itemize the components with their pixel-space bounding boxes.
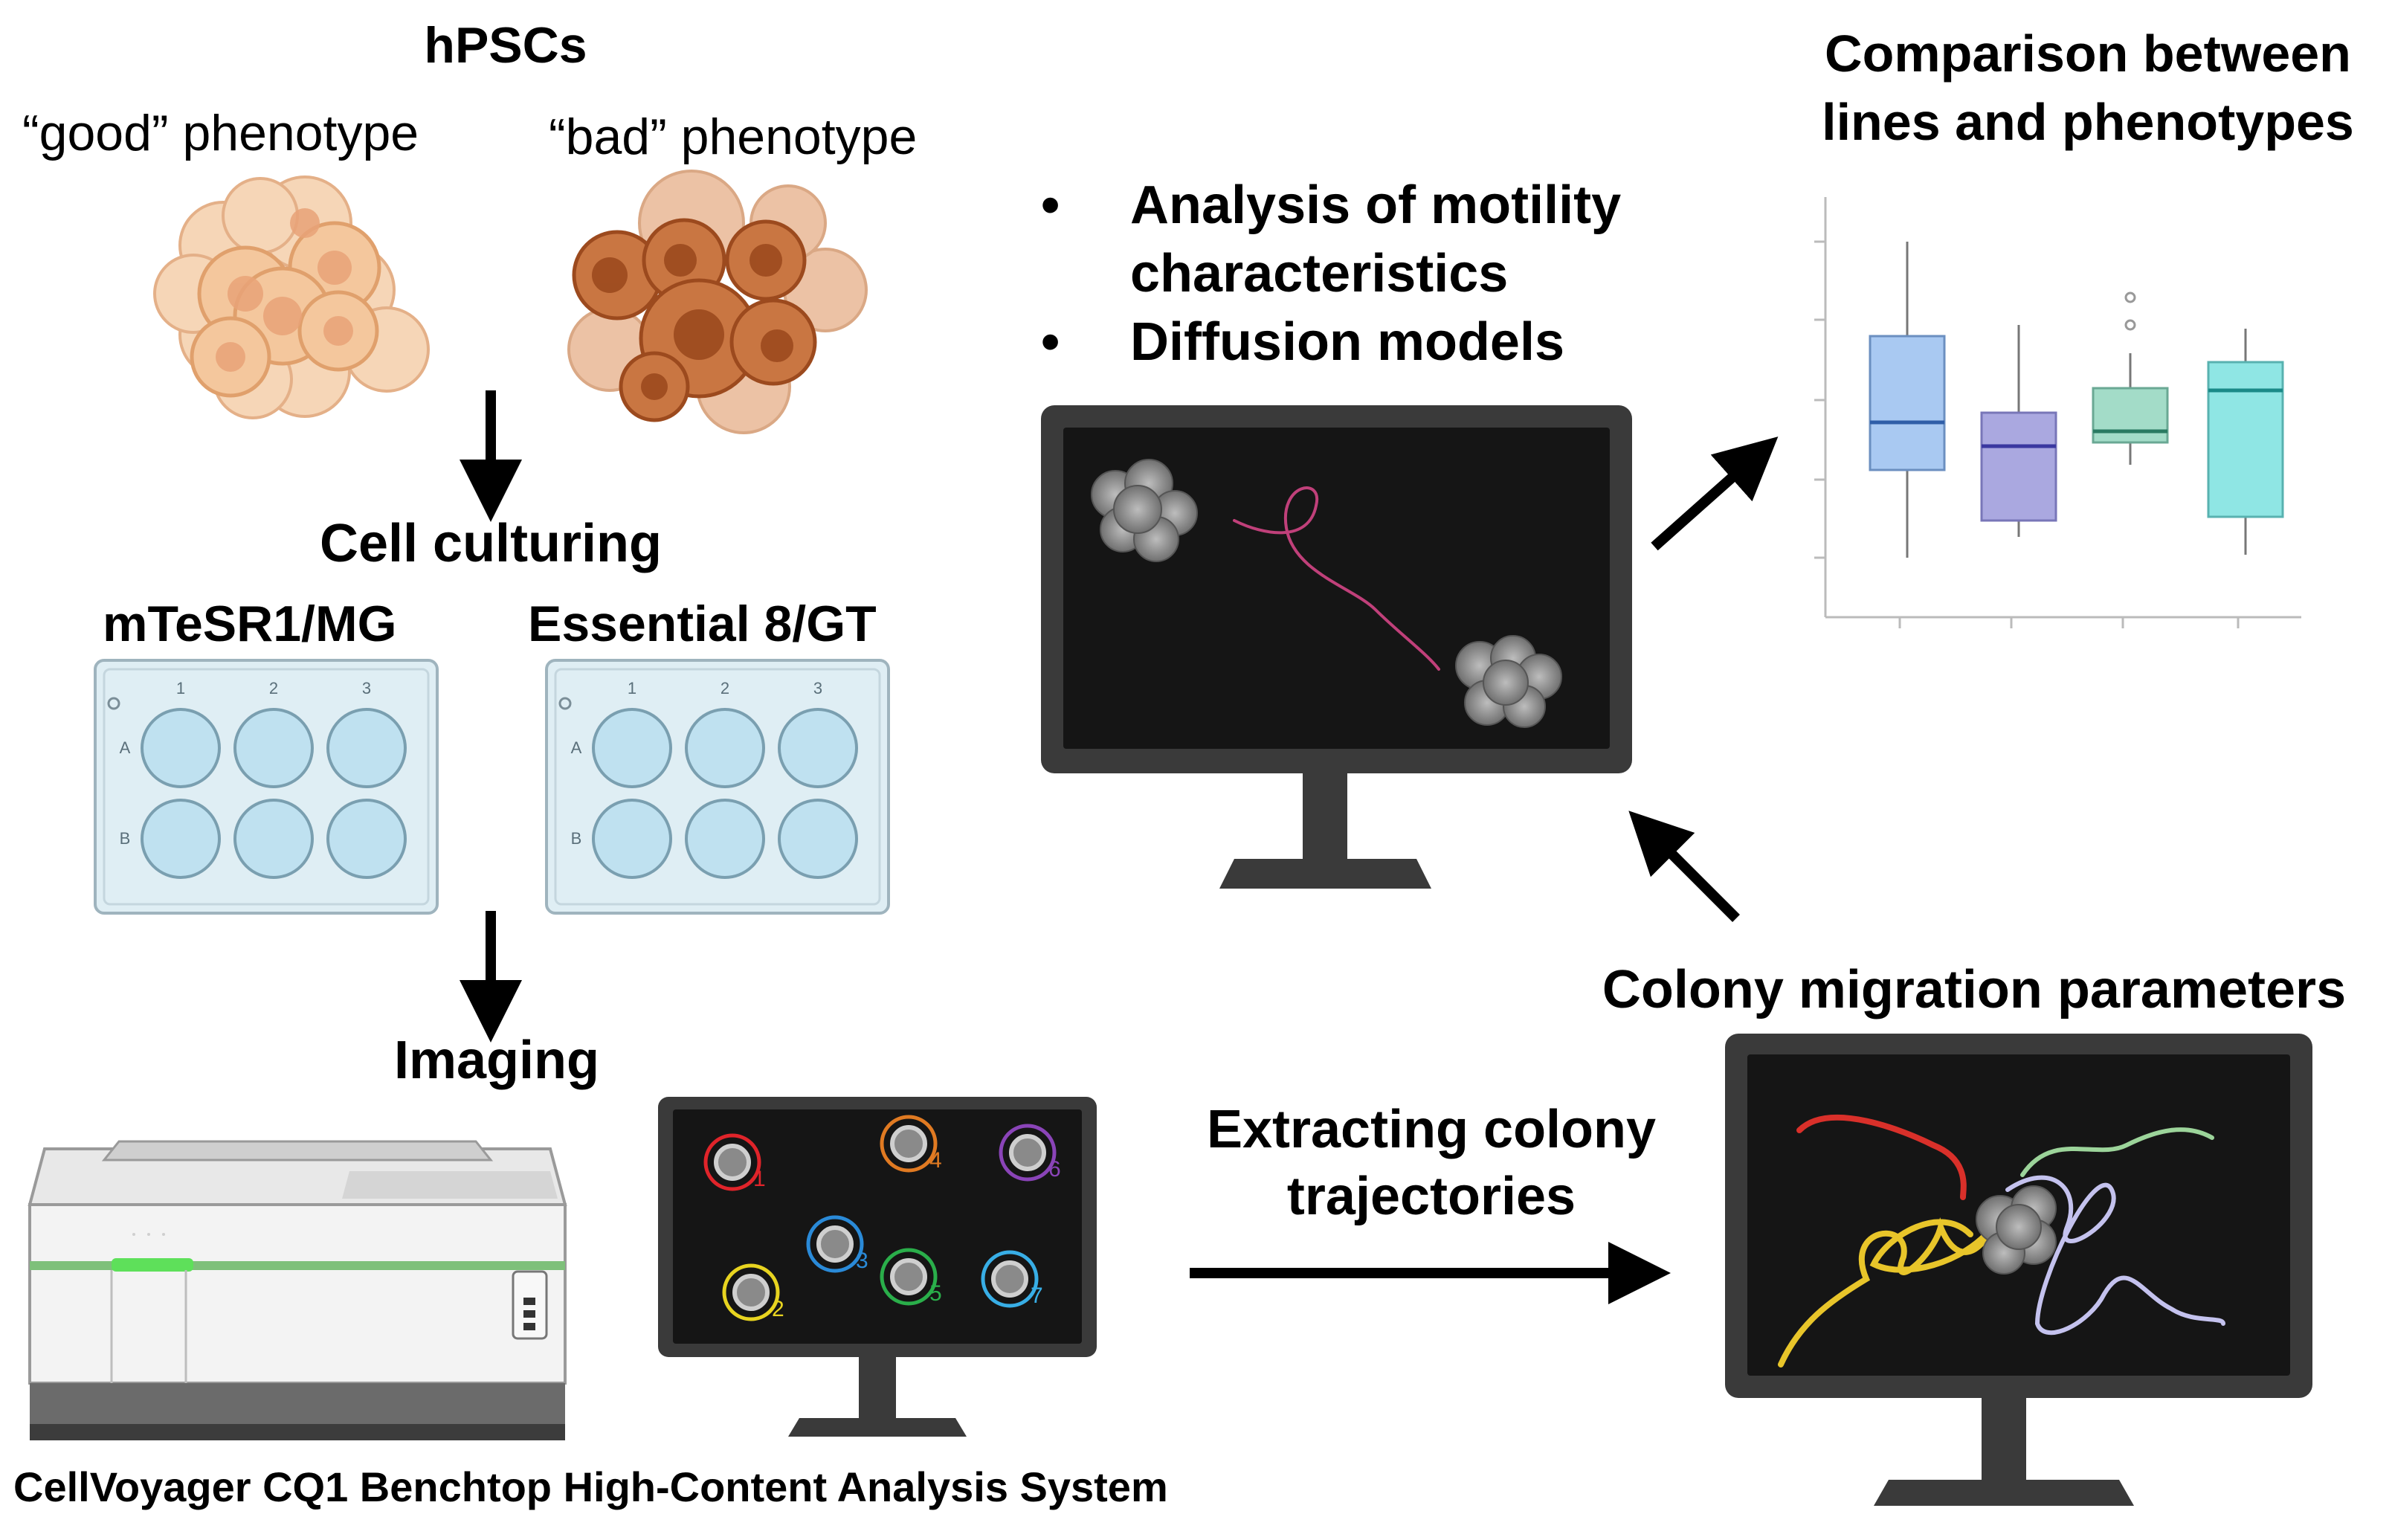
tracked-colony: 4 <box>880 1115 942 1173</box>
bullet-text-line-1: Analysis of motility <box>1130 175 1622 235</box>
colony-number: 6 <box>1048 1157 1061 1182</box>
bullet-marker: • <box>1041 175 1060 235</box>
colony-number: 5 <box>929 1281 942 1306</box>
extracting-line-2: trajectories <box>1286 1167 1576 1226</box>
colony-number: 3 <box>856 1249 868 1273</box>
svg-text:2: 2 <box>720 679 729 697</box>
svg-text:A: A <box>120 738 131 757</box>
hpscs-heading: hPSCs <box>424 17 587 74</box>
colony-number: 7 <box>1031 1283 1043 1308</box>
colony-params-heading: Colony migration parameters <box>1602 960 2347 1019</box>
analysis-monitor <box>1041 405 1632 889</box>
cell-culturing-heading: Cell culturing <box>319 514 663 573</box>
colony-ring <box>999 1124 1057 1182</box>
bullet-marker: • <box>1041 312 1060 372</box>
bullet-item: • Diffusion models <box>1041 308 1621 376</box>
well-plate-1: 1 2 3 A B <box>94 659 439 915</box>
bad-phenotype-label: “bad” phenotype <box>549 109 918 165</box>
tracked-colony: 6 <box>999 1124 1061 1182</box>
colony-ring <box>703 1133 761 1191</box>
good-phenotype-cluster <box>153 175 430 419</box>
comparison-boxplot <box>1814 197 2301 628</box>
colony-ring <box>880 1248 938 1306</box>
good-phenotype-label: “good” phenotype <box>22 105 419 161</box>
analysis-bullet-list: • Analysis of motility characteristics •… <box>1041 171 1621 376</box>
colony-number: 2 <box>772 1297 784 1321</box>
colony-number: 1 <box>753 1167 766 1191</box>
tracked-colony: 1 <box>703 1133 766 1191</box>
colony-core <box>732 1274 770 1311</box>
tracked-colony: 2 <box>722 1263 784 1321</box>
extracting-line-1: Extracting colony <box>1206 1100 1657 1159</box>
svg-text:3: 3 <box>813 679 822 697</box>
well-plate-2: 1 2 3 A B <box>545 659 890 915</box>
medium-2-label: Essential 8/GT <box>528 596 877 652</box>
bad-phenotype-cluster <box>567 170 868 434</box>
imaging-monitor: 1 2 3 4 5 6 7 <box>658 1097 1097 1437</box>
tracked-colony: 5 <box>880 1248 942 1306</box>
to-comparison-arrow <box>1651 436 1779 551</box>
svg-text:B: B <box>571 829 582 848</box>
comparison-line-1: Comparison between <box>1825 25 2351 83</box>
medium-1-label: mTeSR1/MG <box>103 596 397 652</box>
svg-text:A: A <box>571 738 582 757</box>
tracked-colony: 3 <box>806 1215 868 1273</box>
trajectory-monitor <box>1725 1034 2312 1506</box>
colony-core <box>890 1258 927 1295</box>
colony-core <box>714 1144 751 1181</box>
instrument-caption: CellVoyager CQ1 Benchtop High-Content An… <box>13 1463 1168 1510</box>
colony-core <box>890 1125 927 1162</box>
colony-number: 4 <box>929 1148 942 1173</box>
svg-text:1: 1 <box>628 679 636 697</box>
svg-text:2: 2 <box>269 679 278 697</box>
bullet-text-line-1: Diffusion models <box>1130 312 1565 372</box>
tracked-colony: 7 <box>981 1250 1043 1308</box>
svg-text:3: 3 <box>362 679 371 697</box>
bullet-text-line-2: characteristics <box>1130 244 1509 303</box>
colony-core <box>1009 1134 1046 1171</box>
colony-ring <box>806 1215 864 1273</box>
colony-core <box>816 1225 854 1263</box>
colony-ring <box>981 1250 1039 1308</box>
svg-text:B: B <box>120 829 131 848</box>
return-arrow <box>1628 811 1740 922</box>
tracked-colonies: 1 2 3 4 5 6 7 <box>703 1115 1061 1321</box>
colony-ring <box>880 1115 938 1173</box>
colony-ring <box>722 1263 780 1321</box>
cellvoyager-instrument <box>28 1140 567 1440</box>
comparison-line-2: lines and phenotypes <box>1822 93 2354 151</box>
bullet-item: • Analysis of motility characteristics <box>1041 171 1621 308</box>
svg-text:1: 1 <box>176 679 185 697</box>
colony-core <box>991 1260 1028 1298</box>
